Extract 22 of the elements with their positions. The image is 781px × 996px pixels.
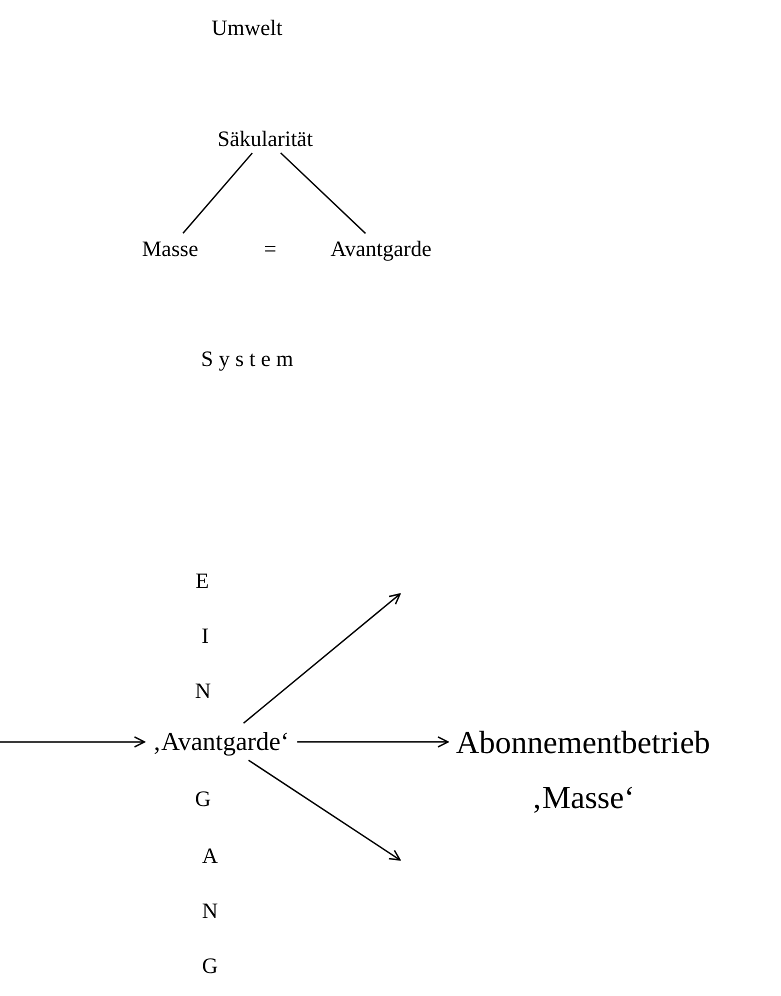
letter-label: N bbox=[195, 678, 211, 703]
arrow bbox=[243, 593, 401, 724]
letter-label: N bbox=[202, 898, 218, 923]
node-label: ‚Avantgarde‘ bbox=[152, 727, 290, 757]
node-label: Abonnementbetrieb bbox=[456, 724, 710, 760]
letter-label: A bbox=[202, 842, 218, 868]
node-label: Masse bbox=[142, 236, 198, 261]
node-sublabel: ‚Masse‘ bbox=[530, 779, 636, 816]
letter-label: G bbox=[195, 786, 211, 811]
arrow bbox=[297, 736, 449, 748]
letter-label: = bbox=[264, 236, 276, 261]
connector-line bbox=[182, 152, 253, 234]
letter-label: E bbox=[196, 568, 209, 593]
letter-label: I bbox=[202, 622, 209, 648]
node-label: Säkularität bbox=[218, 126, 313, 151]
connector-line bbox=[280, 152, 366, 234]
text-label: S y s t e m bbox=[201, 346, 294, 371]
text-label: Umwelt bbox=[212, 14, 282, 40]
arrow bbox=[0, 736, 146, 748]
arrow bbox=[248, 760, 401, 861]
letter-label: G bbox=[202, 952, 218, 978]
node-label: Avantgarde bbox=[330, 236, 432, 261]
